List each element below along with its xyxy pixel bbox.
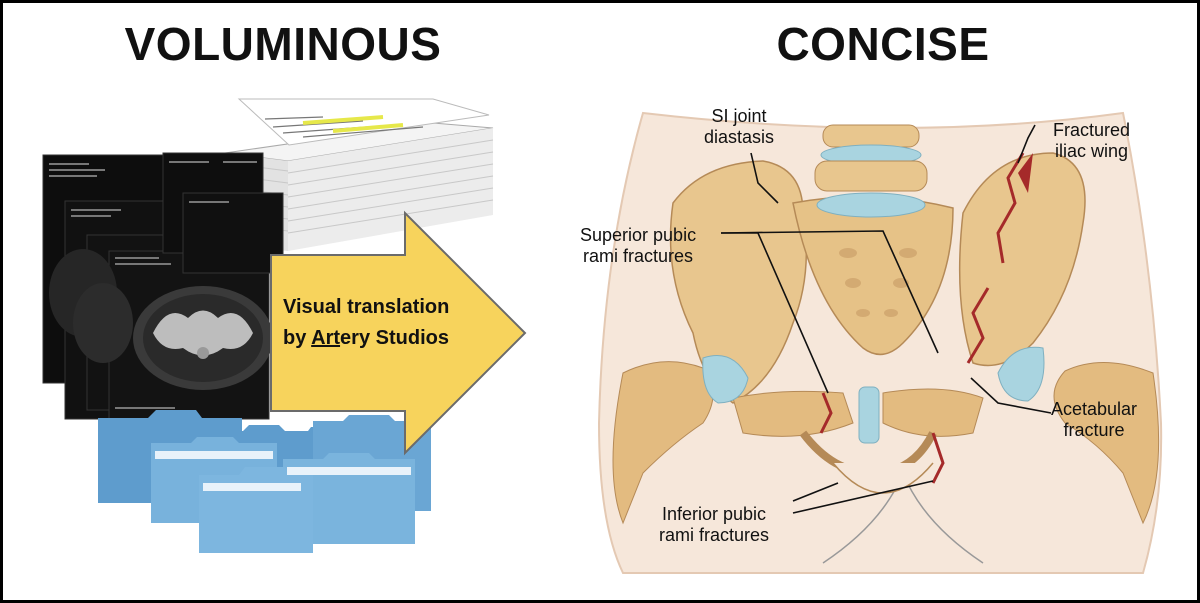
label-si-joint: SI joint diastasis: [704, 106, 774, 148]
pelvis-illustration: [597, 111, 1163, 574]
voluminous-illustration: [42, 98, 527, 553]
arrow-caption-suffix: ery Studios: [340, 327, 449, 349]
lumbar-spine: [814, 124, 928, 218]
label-si-joint-line1: SI joint: [711, 106, 767, 126]
label-fractured-iliac: Fractured iliac wing: [1053, 120, 1130, 162]
left-ilium: [669, 160, 808, 404]
label-fractured-iliac-line1: Fractured: [1053, 120, 1131, 140]
heading-voluminous: VOLUMINOUS: [124, 18, 442, 70]
label-fractured-iliac-line2: iliac wing: [1055, 141, 1129, 161]
label-superior-pubic-line1: Superior pubic: [580, 225, 697, 245]
figure-frame: VOLUMINOUS CONCISE: [3, 3, 1197, 600]
leader-lines: [720, 124, 1052, 514]
arrow-caption: Visual translation by Artery Studios: [283, 292, 493, 354]
label-superior-pubic-line2: rami fractures: [583, 246, 694, 266]
label-superior-pubic: Superior pubic rami fractures: [580, 225, 696, 267]
translation-arrow: [270, 210, 527, 456]
arrow-caption-line2: by Artery Studios: [283, 323, 493, 354]
heading-concise: CONCISE: [776, 18, 990, 70]
ct-scan-stack: [42, 152, 284, 420]
label-acetabular: Acetabular fracture: [1051, 399, 1137, 441]
label-inferior-pubic: Inferior pubic rami fractures: [659, 504, 769, 546]
arrow-caption-line1: Visual translation: [283, 296, 450, 318]
label-inferior-pubic-line2: rami fractures: [659, 525, 770, 545]
arrow-caption-underlined: Art: [311, 327, 341, 349]
folder-pile: [98, 410, 431, 553]
label-acetabular-line1: Acetabular: [1051, 399, 1138, 419]
label-inferior-pubic-line1: Inferior pubic: [661, 504, 767, 524]
arrow-caption-prefix: by: [283, 327, 312, 349]
label-acetabular-line2: fracture: [1063, 420, 1125, 440]
label-si-joint-line2: diastasis: [704, 127, 775, 147]
right-ilium: [958, 152, 1086, 367]
fracture-lines: [819, 152, 1025, 484]
